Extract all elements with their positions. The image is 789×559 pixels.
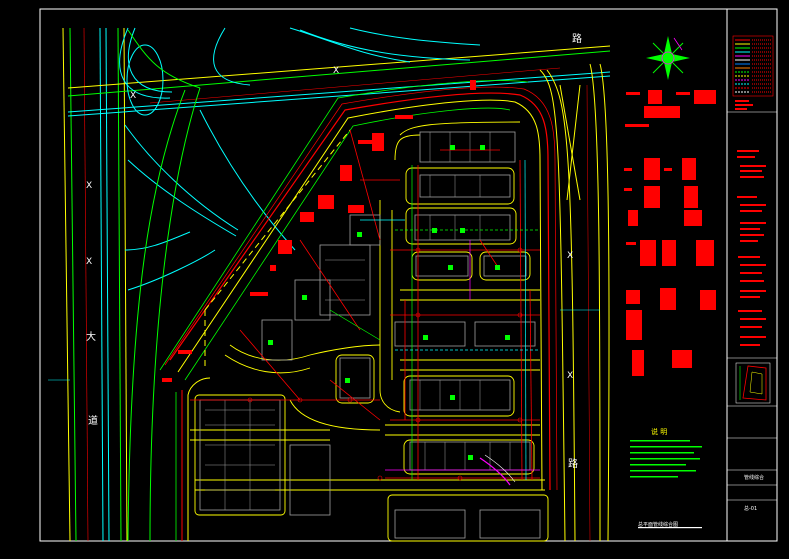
road-name-da: 大	[86, 332, 96, 343]
main-roads-top	[67, 45, 611, 117]
site-boundary	[159, 80, 558, 541]
manhole-markers	[247, 247, 523, 481]
building-details	[205, 132, 511, 510]
notes-lines	[630, 440, 702, 478]
road-name-lu-right: 路	[568, 459, 578, 470]
road-marker-top: X	[333, 66, 340, 76]
green-markers	[268, 145, 510, 460]
titleblock-sheet-number: 总-01	[744, 506, 758, 512]
road-marker-right-2: X	[567, 371, 574, 381]
main-roads-left	[62, 27, 128, 542]
titleblock	[727, 111, 777, 501]
titleblock-drawing-name: 管线综合	[744, 475, 765, 481]
road-name-lu-top: 路	[572, 34, 582, 45]
side-annotations	[624, 90, 716, 376]
notes-title: 说 明	[651, 428, 668, 436]
north-arrow-icon	[646, 36, 690, 80]
road-marker-left-1: X	[86, 181, 93, 191]
interchange-ramps	[119, 27, 481, 291]
drawing-title: 总平面管线综合图	[638, 522, 679, 528]
titleblock-notes	[735, 100, 766, 346]
main-roads-right	[539, 63, 610, 542]
road-name-dao: 道	[88, 416, 98, 427]
road-marker-top-left: X	[130, 91, 137, 101]
road-marker-left-2: X	[86, 257, 93, 267]
pipelines-red	[190, 129, 540, 481]
key-plan	[735, 362, 771, 404]
buildings	[199, 131, 541, 539]
plan-annotations	[162, 80, 476, 382]
interchange-green	[127, 29, 201, 542]
drawing-title-underline	[638, 527, 702, 529]
pipelines-other	[48, 159, 600, 486]
road-marker-right-1: X	[567, 251, 574, 261]
legend-table	[732, 35, 774, 97]
